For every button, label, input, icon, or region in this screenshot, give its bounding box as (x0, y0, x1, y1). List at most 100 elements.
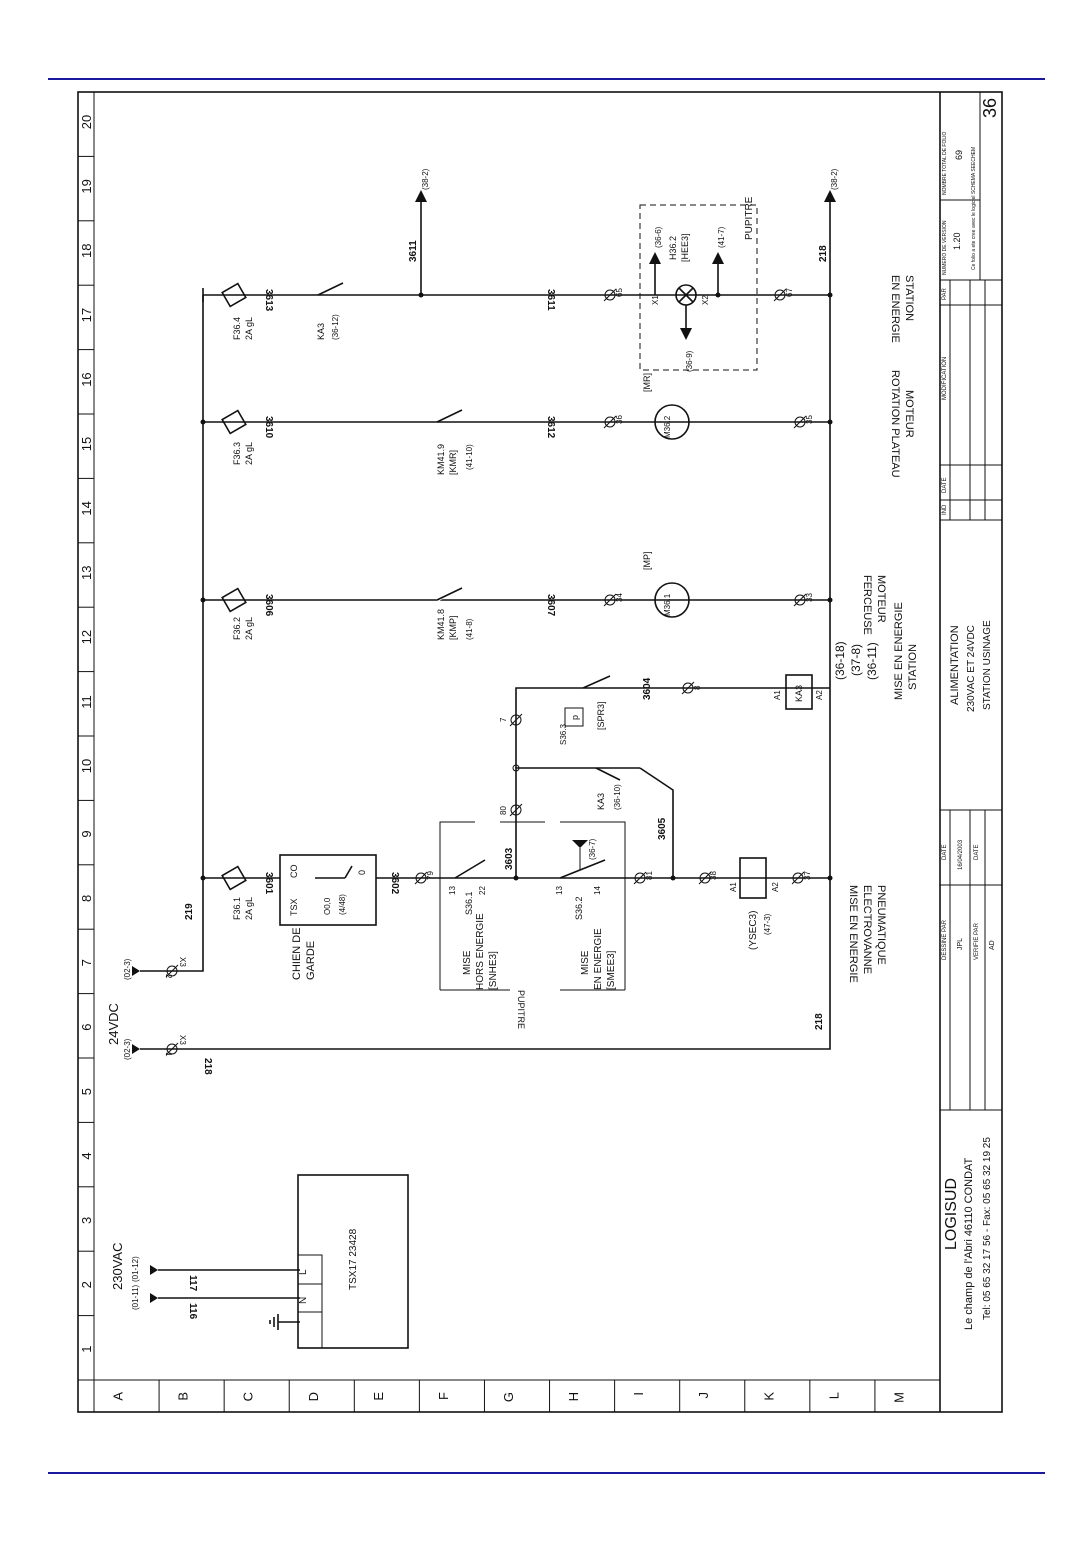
lamp-rating: 2A gL (244, 317, 254, 340)
m2-name: M36.2 (663, 415, 672, 438)
ka3-contact-ref: (36-10) (613, 784, 622, 810)
drawing-frame (77, 91, 1003, 1413)
grid-col-label: 12 (79, 630, 94, 644)
grid-col-label: 14 (79, 501, 94, 515)
version-value: 1.20 (952, 232, 962, 250)
drawn-by: JPL (957, 938, 964, 950)
lamp-arrow-ref-bot: (38-2) (830, 168, 839, 190)
lamp-name: H36.2 (668, 236, 678, 260)
lamp-wire-a: 3613 (263, 289, 274, 312)
vdc-ref-1: (02-3) (123, 1038, 132, 1060)
s362-name: S36.2 (574, 896, 584, 920)
xref-2: (37-8) (849, 644, 863, 676)
lamp-wire-3611-top: 3611 (408, 240, 419, 262)
verifie-par-label: VERIFIE PAR (974, 922, 980, 960)
grid-col-label: 8 (79, 895, 94, 902)
mise-en-2: EN ENERGIE (593, 928, 604, 990)
vdc-label: 24VDC (106, 1003, 121, 1045)
lamp-wire-218: 218 (818, 245, 829, 262)
s363-tag: [SPR3] (596, 701, 606, 730)
m1-label-2: FERCEUSE (861, 575, 873, 635)
m1-label-1: MOTEUR (875, 575, 887, 623)
wire-117: 117 (187, 1275, 198, 1292)
grid-col-label: 7 (79, 959, 94, 966)
folio-number: 36 (980, 98, 1000, 118)
rev-col-date: DATE (942, 477, 948, 493)
m2-fuse: F36.3 (232, 442, 242, 465)
m2-short: [MR] (642, 373, 652, 392)
m2-tag: [KMR] (448, 450, 458, 475)
grid-row-label: B (176, 1392, 191, 1401)
grid-col-label: 11 (79, 695, 94, 709)
s361-pin-a: 13 (448, 886, 457, 895)
grid-row-label: I (631, 1392, 646, 1396)
lamp-pin-x2: X2 (701, 295, 710, 305)
plc-pin-l: L (298, 1269, 309, 1275)
m1-wire-b: 3607 (545, 594, 556, 617)
ka3-coil-a2: A2 (815, 690, 824, 700)
s362-ref: (36-7) (588, 838, 597, 860)
electrovanne-3: MISE EN ENERGIE (847, 885, 859, 983)
term-8: 8 (693, 685, 702, 690)
title-line-1: ALIMENTATION (949, 625, 961, 705)
coil-ysec3-tag: (YSEC3) (748, 911, 759, 950)
mise-en-1: MISE (580, 950, 591, 975)
wire-3605: 3605 (657, 817, 668, 840)
m2-ref: (41-10) (465, 444, 474, 470)
grid-col-label: 1 (79, 1346, 94, 1353)
m2-rating: 2A gL (244, 442, 254, 465)
vdc-supply: 24VDC (02-3) (02-3) X3 1 X3 2 218 219 21… (106, 200, 831, 1075)
verified-by: AD (989, 940, 996, 950)
s363-name: S36.3 (559, 724, 568, 745)
coil-a1: A1 (729, 882, 738, 892)
arrow-218 (132, 1044, 140, 1054)
software-note: Ce folio a ete cree avec le logiciel SCH… (971, 147, 977, 270)
m1-wire-a: 3606 (263, 594, 274, 617)
arrow-219 (132, 966, 140, 976)
pupitre-label: PUPITRE (516, 990, 526, 1029)
m1-rating: 2A gL (244, 617, 254, 640)
x3-79: 79 (426, 871, 435, 880)
grid-row-label: E (371, 1392, 386, 1401)
m2-label-2: ROTATION PLATEAU (889, 370, 901, 478)
lamp-term-top: 65 (615, 288, 624, 297)
s363-box (564, 707, 584, 727)
xref-1: (36-18) (833, 641, 847, 680)
date-label: DATE (942, 844, 948, 860)
lamp-pin-x1: X1 (651, 295, 660, 305)
title-line-2: 230VAC ET 24VDC (966, 625, 977, 712)
m2-wire-b: 3612 (545, 416, 556, 439)
m1-motor-icon (654, 582, 690, 618)
lamp-fuse: F36.4 (232, 317, 242, 340)
ka3-coil-label: KA3 (794, 685, 804, 702)
term-x3-1-num: 1 (164, 1052, 173, 1057)
watchdog-label-1: CHIEN DE (291, 927, 303, 980)
coil-ysec3-ref: (47-3) (763, 913, 772, 935)
grid-col-label: 13 (79, 566, 94, 580)
control-chain: S36.1 13 22 MISE HORS ENERGIE [SNHE3] 36… (426, 602, 919, 1029)
lamp-pupitre-box (639, 204, 758, 371)
m2-term-bot: 35 (805, 415, 814, 424)
lamp-branch: F36.4 2A gL 3613 KA3 (36-12) 3611 (38-2)… (202, 168, 915, 372)
grid-row-label: H (566, 1392, 581, 1401)
rev-col-par: PAR (942, 287, 948, 300)
fuse-f361 (221, 865, 247, 891)
grid-col-label: 5 (79, 1088, 94, 1095)
m1-term-top: 34 (615, 593, 624, 602)
ka3-contact: KA3 (596, 793, 606, 810)
xref-3: (36-11) (865, 642, 879, 680)
term-x3-2: X3 (178, 957, 187, 967)
s361-pin-b: 22 (478, 886, 487, 895)
grid-row-label: K (761, 1392, 776, 1401)
plc-name: TSX17 23428 (348, 1228, 359, 1290)
grid-col-label: 2 (79, 1281, 94, 1288)
mise-hors-1: MISE (462, 950, 473, 975)
grid-row-label: F (436, 1392, 451, 1400)
lamp-wire-b: 3611 (545, 289, 556, 311)
grid-col-label: 3 (79, 1217, 94, 1224)
watchdog-0: 0 (357, 870, 367, 875)
rev-col-modification: MODIFICATION (942, 357, 948, 400)
rev-col-ind: IND (942, 504, 948, 515)
term-x3-2-num: 2 (164, 974, 173, 979)
